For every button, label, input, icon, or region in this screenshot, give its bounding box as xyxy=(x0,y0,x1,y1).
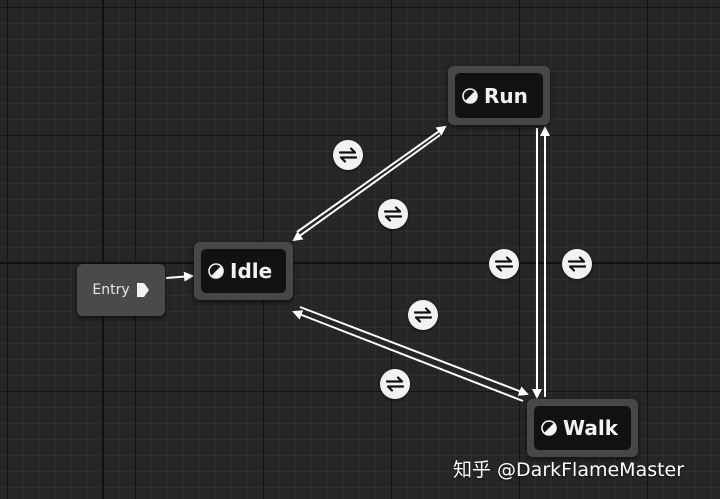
state-node-run[interactable]: Run xyxy=(448,66,550,125)
transition-icon-walk-to-run[interactable] xyxy=(562,249,592,279)
graph-origin-vertical-line xyxy=(102,0,104,499)
half-circle-icon xyxy=(462,87,478,104)
entry-node[interactable]: Entry xyxy=(77,264,165,316)
state-label-run: Run xyxy=(484,83,528,108)
transition-arrows-icon xyxy=(383,206,403,222)
entry-label: Entry xyxy=(92,282,130,298)
transition-icon-idle-to-walk[interactable] xyxy=(408,300,438,330)
transition-arrows-icon xyxy=(413,307,433,323)
transition-arrows-icon xyxy=(338,147,358,163)
watermark-text: 知乎 @DarkFlameMaster xyxy=(453,459,685,481)
wire-idle-to-run[interactable] xyxy=(296,125,447,233)
pentagon-arrow-icon xyxy=(136,283,149,297)
wire-walk-to-idle[interactable] xyxy=(292,310,524,402)
state-label-walk: Walk xyxy=(563,416,618,440)
transition-icon-run-to-idle[interactable] xyxy=(378,199,408,229)
transition-icon-idle-to-run[interactable] xyxy=(333,140,363,170)
half-circle-icon xyxy=(541,420,557,436)
half-circle-icon xyxy=(208,263,224,279)
transition-icon-walk-to-idle[interactable] xyxy=(380,369,410,399)
wire-entry-to-idle xyxy=(165,271,194,282)
state-label-idle: Idle xyxy=(230,259,273,283)
transition-icon-run-to-walk[interactable] xyxy=(489,249,519,279)
wire-run-to-idle[interactable] xyxy=(292,134,441,242)
state-node-idle-body: Idle xyxy=(201,249,286,293)
transition-arrows-icon xyxy=(494,256,514,272)
transition-arrows-icon xyxy=(567,256,587,272)
wire-idle-to-walk[interactable] xyxy=(299,306,529,396)
state-node-walk-body: Walk xyxy=(534,406,631,450)
transition-arrows-icon xyxy=(385,376,405,392)
state-node-idle[interactable]: Idle xyxy=(194,242,293,300)
graph-origin-horizontal-line xyxy=(0,262,720,264)
state-node-run-body: Run xyxy=(455,73,543,118)
state-node-walk[interactable]: Walk xyxy=(527,399,638,457)
